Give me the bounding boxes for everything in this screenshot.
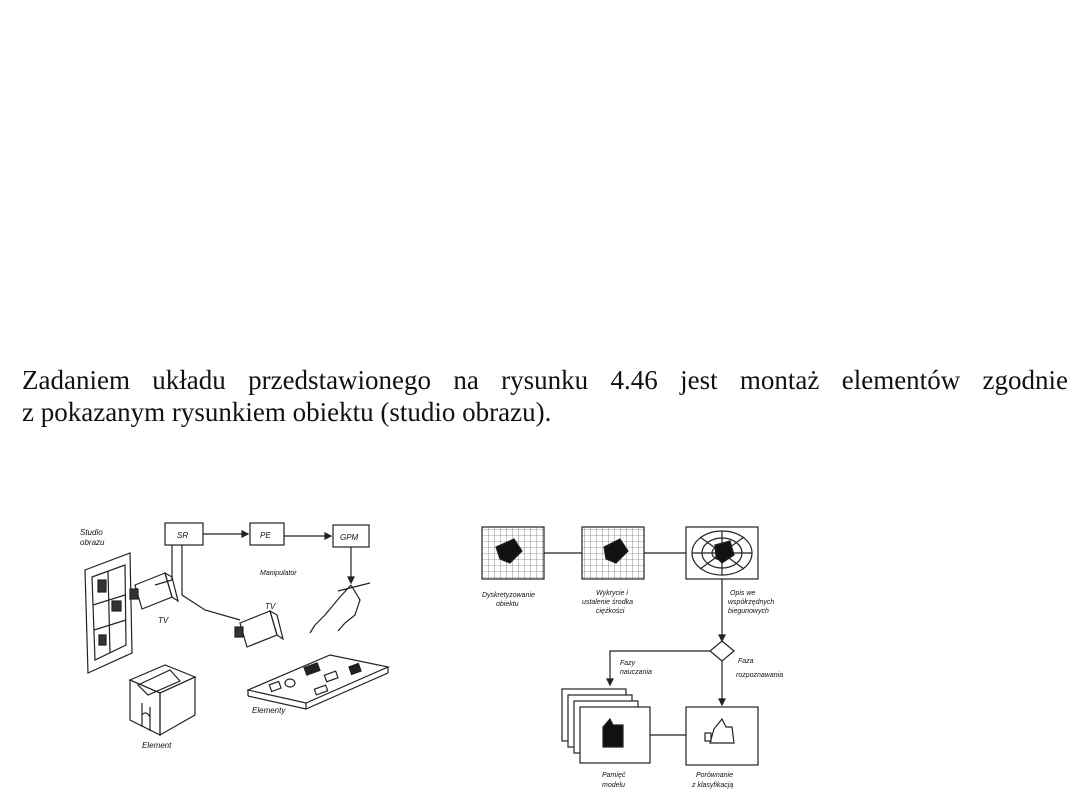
gpm-label: GPM [340,533,359,542]
assembly-station-figure: Studio obrazu SR PE GPM Manipulator TV T… [80,522,390,750]
step2-line2: ustalenie środka [582,599,633,606]
elements-board [246,654,390,704]
studio-label-1: Studio [80,528,103,537]
comparison-box [685,706,759,766]
step1-line2: obiektu [496,601,519,608]
faza-uczenia-1: Fazy [620,660,636,667]
faza-uczenia-2: nauczania [620,669,652,676]
step3-line1: Opis we [730,590,755,597]
body-paragraph: Zadaniem układu przedstawionego na rysun… [22,364,1068,428]
sr-label: SR [177,531,188,540]
studio-label-2: obrazu [80,538,105,547]
tv1-label: TV [158,616,169,625]
pe-label: PE [260,531,271,540]
faza-rozpoznawania-1: Faza [738,658,754,665]
tv2-label: TV [265,602,276,611]
step1-line1: Dyskretyzowanie [482,592,535,599]
porownanie-1: Porównanie [696,772,733,779]
step2-line1: Wykrycie i [596,590,628,597]
elementy-label: Elementy [252,706,286,715]
element-label: Element [142,741,172,750]
manipulator-label: Manipulator [260,570,297,577]
recognition-pipeline-figure: Dyskretyzowanie obiektu Wykrycie i ustal… [481,526,783,789]
faza-rozpoznawania-2: rozpoznawania [736,672,783,679]
paragraph-line-1: Zadaniem układu przedstawionego na rysun… [22,365,1068,395]
studio-panel [84,552,133,674]
step3-line3: biegunowych [728,608,769,615]
paragraph-line-2: z pokazanym rysunkiem obiektu (studio ob… [22,397,552,427]
pamiec-2: modelu [602,782,625,789]
decision-diamond [709,640,735,662]
porownanie-2: z klasyfikacją [691,782,733,789]
step3-line2: współrzędnych [728,599,774,606]
pe-box [249,522,285,546]
pamiec-1: Pamięć [602,772,626,779]
step2-line3: ciężkości [596,608,625,615]
